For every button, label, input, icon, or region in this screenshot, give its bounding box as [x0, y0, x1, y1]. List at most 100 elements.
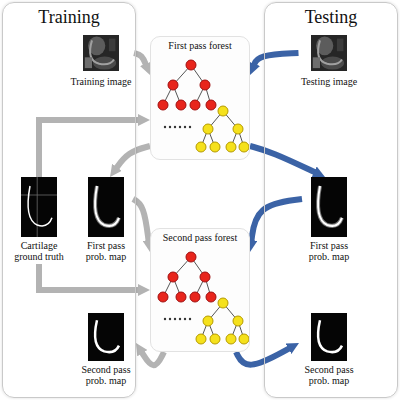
tree-node	[176, 100, 186, 110]
image-ground	[21, 177, 57, 237]
flow-arrow	[116, 146, 150, 169]
image-panel: First pass prob. map	[302, 177, 356, 264]
ellipsis-dot	[189, 318, 191, 320]
tree-node	[196, 142, 206, 152]
tree-node	[203, 124, 213, 134]
image-panel: Training image	[68, 35, 134, 89]
tree-node	[196, 334, 206, 344]
cartilage-line	[318, 186, 342, 226]
image-ground	[88, 177, 124, 237]
flow-arrow	[39, 264, 140, 290]
tree-node	[186, 252, 196, 262]
ellipsis-dot	[164, 126, 166, 128]
red-tree	[158, 252, 216, 302]
image-panel: Second pass prob. map	[299, 313, 359, 388]
image-caption: First pass prob. map	[81, 240, 131, 262]
image-panel: Cartilage ground truth	[8, 177, 70, 264]
tree-ensemble	[151, 51, 249, 155]
cartilage-line	[318, 320, 342, 352]
ellipsis-dot	[179, 318, 181, 320]
ellipsis-dots	[164, 318, 191, 320]
stage-panel: TestingTesting imageFirst pass prob. map…	[264, 2, 398, 398]
cartilage-line	[28, 186, 52, 226]
tissue-shape	[109, 39, 115, 52]
image-ground	[311, 177, 347, 237]
tree-node	[210, 334, 220, 344]
ellipsis-dot	[174, 126, 176, 128]
red-tree	[158, 60, 216, 110]
tree-node	[239, 142, 249, 152]
scan-image	[311, 177, 347, 237]
tree-node	[186, 60, 196, 70]
flow-arrow	[141, 351, 164, 365]
tree-node	[203, 316, 213, 326]
yellow-tree	[196, 298, 249, 344]
panel-title: Training	[3, 8, 135, 28]
ellipsis-dot	[184, 126, 186, 128]
forest-box: Second pass forest	[150, 228, 250, 352]
image-ground	[311, 35, 347, 71]
cartilage-line	[95, 186, 119, 226]
tree-node	[200, 80, 210, 90]
scan-image	[311, 313, 347, 361]
yellow-tree	[196, 106, 249, 152]
tree-node	[239, 334, 249, 344]
image-caption: Second pass prob. map	[301, 364, 357, 386]
scan-image	[21, 177, 57, 237]
scan-image	[83, 35, 119, 71]
image-caption: Testing image	[301, 76, 357, 87]
tree-node	[233, 316, 243, 326]
forest-box: First pass forest	[150, 36, 250, 160]
tree-node	[218, 106, 228, 116]
tree-node	[233, 124, 243, 134]
image-caption: First pass prob. map	[304, 240, 354, 262]
tree-node	[200, 272, 210, 282]
tissue-shape	[337, 39, 343, 52]
image-caption: Training image	[70, 76, 131, 87]
ellipsis-dot	[179, 126, 181, 128]
tree-node	[210, 142, 220, 152]
ellipsis-dot	[169, 318, 171, 320]
image-caption: Second pass prob. map	[78, 364, 134, 386]
scan-image	[88, 313, 124, 361]
guide-line	[21, 195, 57, 196]
tissue-shape	[85, 57, 92, 68]
tree-node	[206, 100, 216, 110]
tree-ensemble	[151, 243, 249, 347]
image-panel: Second pass prob. map	[76, 313, 136, 388]
flow-arrow	[39, 120, 140, 177]
tree-node	[176, 292, 186, 302]
ellipsis-dot	[169, 126, 171, 128]
tree-node	[190, 100, 200, 110]
probability-glow	[95, 186, 119, 226]
tree-node	[206, 292, 216, 302]
tree-node	[226, 334, 236, 344]
tree-node	[168, 272, 178, 282]
panel-title: Testing	[265, 8, 397, 28]
ellipsis-dot	[174, 318, 176, 320]
stage-panel: TrainingTraining imageCartilage ground t…	[2, 2, 136, 398]
scan-image	[88, 177, 124, 237]
image-panel: Testing image	[299, 35, 360, 89]
ellipsis-dot	[184, 318, 186, 320]
image-ground	[311, 313, 347, 361]
probability-glow	[318, 186, 342, 226]
tree-node	[218, 298, 228, 308]
tree-node	[168, 80, 178, 90]
flow-arrow	[251, 199, 302, 242]
tree-node	[158, 100, 168, 110]
flow-arrow	[254, 53, 299, 66]
ellipsis-dot	[189, 126, 191, 128]
forest-title: Second pass forest	[151, 229, 249, 243]
ellipsis-dots	[164, 126, 191, 128]
image-panel: First pass prob. map	[79, 177, 133, 264]
tissue-shape	[313, 57, 320, 68]
image-caption: Cartilage ground truth	[10, 240, 68, 262]
image-ground	[88, 313, 124, 361]
guide-line	[37, 177, 38, 237]
ellipsis-dot	[164, 318, 166, 320]
tree-node	[158, 292, 168, 302]
cartilage-line	[95, 320, 119, 352]
tree-node	[226, 142, 236, 152]
